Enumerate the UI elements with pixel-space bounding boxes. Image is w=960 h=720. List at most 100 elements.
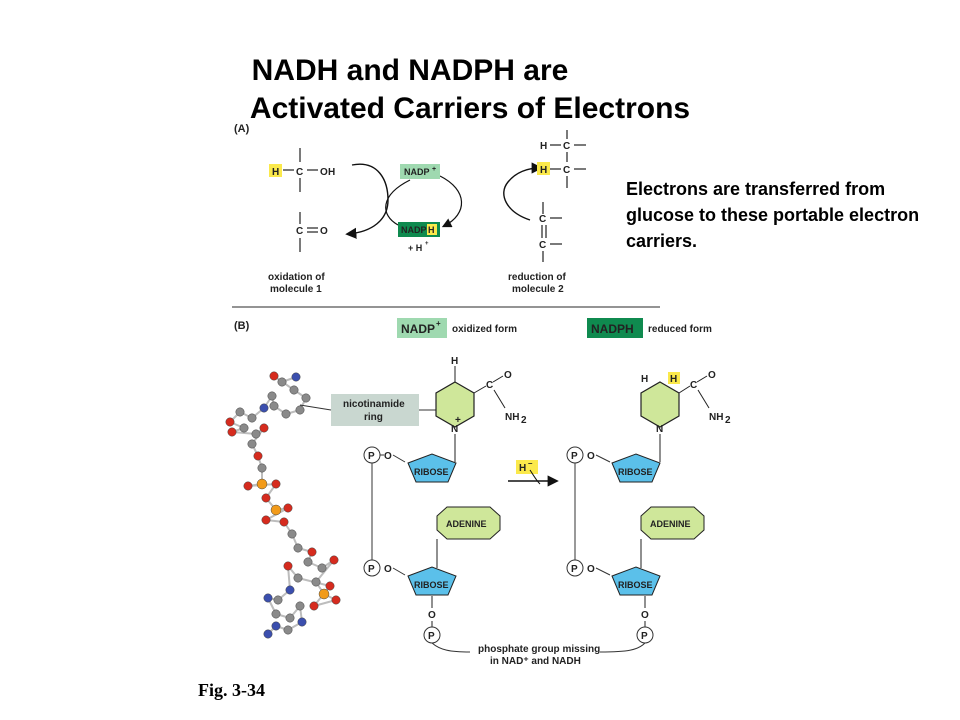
svg-text:O: O xyxy=(708,370,716,381)
molecule-atom xyxy=(247,413,257,423)
left-nucleotide-backbone: P O P O xyxy=(363,446,406,577)
svg-text:ADENINE: ADENINE xyxy=(446,519,487,529)
svg-text:C: C xyxy=(563,141,570,152)
svg-text:O: O xyxy=(587,451,595,462)
nicotinamide-ring-oxidized: H N + C O NH 2 xyxy=(435,356,527,462)
molecule-atom xyxy=(269,401,279,411)
molecule-atom xyxy=(317,563,327,573)
molecule-atom xyxy=(256,478,268,490)
right-nucleotide-backbone: P O P O xyxy=(566,446,611,577)
molecule2-reduced-structure: H C H C xyxy=(537,130,586,188)
figure-label: Fig. 3-34 xyxy=(198,680,265,700)
molecule-atom xyxy=(271,609,281,619)
plus-h-label: + H xyxy=(408,243,422,253)
nadp-plus-legend: NADP + oxidized form xyxy=(397,318,517,338)
svg-text:C: C xyxy=(296,226,303,237)
adenine-right: ADENINE xyxy=(640,506,705,568)
svg-text:NADP: NADP xyxy=(401,322,435,336)
molecule-atom xyxy=(301,393,311,403)
svg-text:C: C xyxy=(539,214,546,225)
molecule-atom xyxy=(259,423,269,433)
ribose-right-upper: RIBOSE xyxy=(611,453,661,483)
svg-text:ADENINE: ADENINE xyxy=(650,519,691,529)
svg-text:O: O xyxy=(384,564,392,575)
plus-h-sup: + xyxy=(425,241,429,247)
svg-text:O: O xyxy=(320,167,328,178)
svg-text:H: H xyxy=(328,167,335,178)
svg-text:H: H xyxy=(641,374,648,385)
ribose-left-lower: RIBOSE O P xyxy=(407,566,457,644)
page-title-line1: NADH and NADPH are xyxy=(251,54,569,87)
left-loop-arrow xyxy=(385,179,411,226)
svg-text:O: O xyxy=(587,564,595,575)
molecule-atom xyxy=(270,504,282,516)
svg-text:NADP: NADP xyxy=(401,225,427,235)
svg-text:RIBOSE: RIBOSE xyxy=(414,467,449,477)
molecule-atom xyxy=(247,439,257,449)
panel-a-label: (A) xyxy=(234,123,250,135)
svg-text:2: 2 xyxy=(521,415,527,426)
svg-text:2: 2 xyxy=(725,415,731,426)
molecule-atom xyxy=(261,493,271,503)
adenine-left: ADENINE xyxy=(436,506,501,568)
svg-text:+: + xyxy=(436,319,441,328)
molecule-atom xyxy=(239,423,249,433)
svg-text:O: O xyxy=(428,610,436,621)
molecule-atom xyxy=(253,451,263,461)
svg-text:P: P xyxy=(571,451,578,462)
svg-text:H: H xyxy=(272,167,279,178)
reduction-label-1: reduction of xyxy=(508,272,566,283)
ribose-right-lower: RIBOSE O P xyxy=(611,566,661,644)
svg-text:N: N xyxy=(451,424,458,435)
molecule-atom xyxy=(289,385,299,395)
molecule-atom xyxy=(277,377,287,387)
molecule-atom xyxy=(329,555,339,565)
molecule1-oxidized-structure: C O xyxy=(296,212,328,252)
molecule-atom xyxy=(257,463,267,473)
svg-text:O: O xyxy=(641,610,649,621)
molecule-atom xyxy=(227,427,237,437)
molecule-atom xyxy=(281,409,291,419)
svg-text:H: H xyxy=(428,225,435,235)
molecule-atom xyxy=(307,547,317,557)
molecule-atom xyxy=(293,543,303,553)
ball-and-stick-model xyxy=(225,371,341,639)
molecule-atom xyxy=(283,503,293,513)
svg-text:oxidized form: oxidized form xyxy=(452,324,517,335)
molecule-atom xyxy=(311,577,321,587)
nadph-legend: NADPH reduced form xyxy=(587,318,712,338)
molecule-atom xyxy=(285,613,295,623)
svg-text:NH: NH xyxy=(505,412,519,423)
molecule-atom xyxy=(285,585,295,595)
svg-text:C: C xyxy=(690,380,697,391)
svg-text:in NAD⁺ and NADH: in NAD⁺ and NADH xyxy=(490,656,581,667)
svg-text:H: H xyxy=(540,165,547,176)
molecule-atom xyxy=(325,581,335,591)
svg-text:C: C xyxy=(539,240,546,251)
svg-text:C: C xyxy=(296,167,303,178)
oxidation-arrow xyxy=(345,163,389,239)
molecule-atom xyxy=(235,407,245,417)
molecule-atom xyxy=(267,391,277,401)
phosphate-missing-callout: phosphate group missing in NAD⁺ and NADH xyxy=(431,642,646,667)
svg-text:reduced form: reduced form xyxy=(648,324,712,335)
ribose-left-upper: RIBOSE xyxy=(407,453,457,483)
molecule-atom xyxy=(225,417,235,427)
svg-text:RIBOSE: RIBOSE xyxy=(414,580,449,590)
molecule-atom xyxy=(293,573,303,583)
molecule-atom xyxy=(295,601,305,611)
molecule-atom xyxy=(269,371,279,381)
molecule-atom xyxy=(271,621,281,631)
molecule2-oxidized-structure: C C xyxy=(539,202,562,262)
svg-text:P: P xyxy=(368,564,375,575)
svg-text:NADP: NADP xyxy=(404,167,430,177)
svg-text:P: P xyxy=(368,451,375,462)
molecule-atom xyxy=(331,595,341,605)
molecule-atom xyxy=(291,372,301,382)
molecule-atom xyxy=(273,595,283,605)
right-loop-arrow xyxy=(439,175,463,228)
molecule-atom xyxy=(279,517,289,527)
molecule-atom xyxy=(283,625,293,635)
svg-text:RIBOSE: RIBOSE xyxy=(618,580,653,590)
